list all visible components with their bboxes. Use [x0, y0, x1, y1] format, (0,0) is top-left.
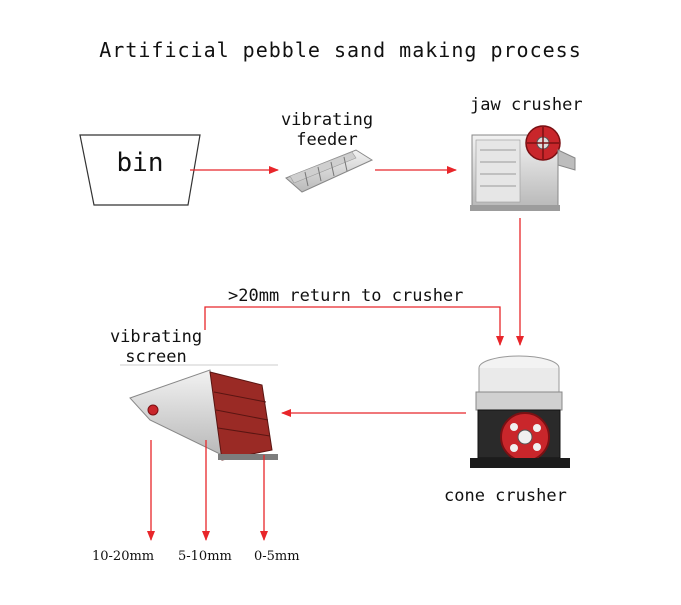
output-5-10mm-label: 5-10mm	[178, 549, 232, 564]
jaw-crusher-label: jaw crusher	[470, 95, 583, 115]
jaw-crusher-icon	[470, 125, 576, 211]
output-10-20mm-label: 10-20mm	[92, 549, 155, 564]
vibrating-feeder-label-line2: feeder	[296, 130, 358, 150]
page-title: Artificial pebble sand making process	[99, 38, 582, 62]
bin-shape	[79, 134, 201, 206]
vibrating-screen-label-line1: vibrating	[109, 327, 203, 347]
vibrating-feeder-label-line1: vibrating	[280, 110, 374, 130]
bin-label: bin	[116, 148, 164, 178]
vibrating-screen-label-line2: screen	[125, 347, 187, 367]
vibrating-feeder-icon	[285, 149, 374, 193]
output-0-5mm-label: 0-5mm	[254, 549, 300, 564]
vibrating-screen-icon	[120, 364, 278, 461]
return-path-label: >20mm return to crusher	[228, 286, 464, 306]
arrow-return-to-cone	[204, 306, 504, 346]
cone-crusher-icon	[470, 355, 570, 468]
cone-crusher-label: cone crusher	[444, 486, 567, 506]
